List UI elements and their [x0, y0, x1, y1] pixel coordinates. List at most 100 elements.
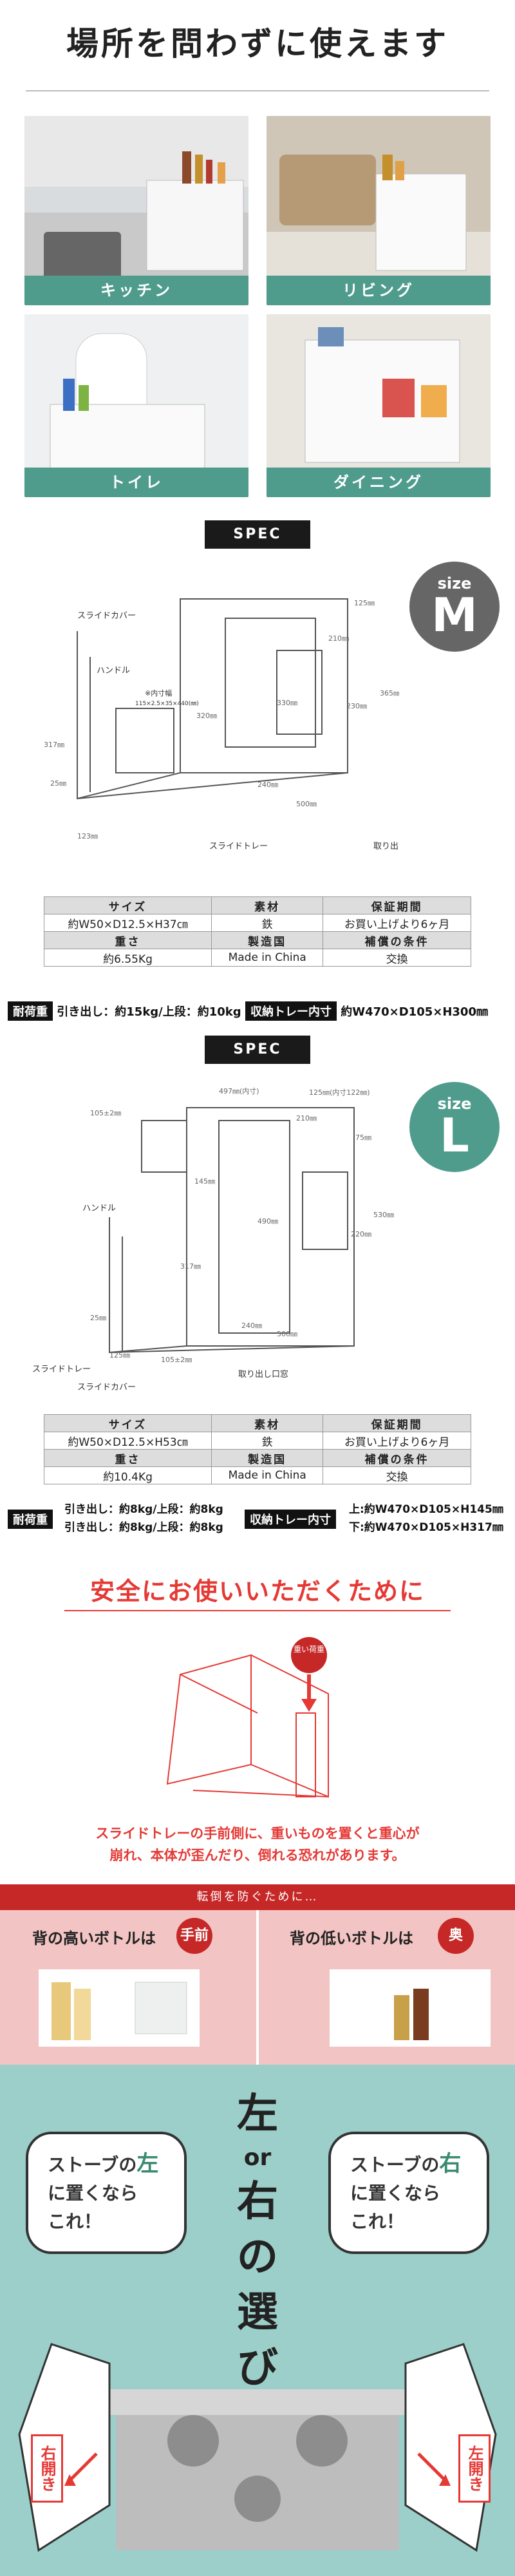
tray-line1-l: 上:約W470×D105×H145㎜ [349, 1503, 503, 1516]
page-title: 場所を問わずに使えます [66, 25, 449, 62]
tip-right-head: 背の低いボトルは [290, 1929, 413, 1947]
dim-317-l: 317㎜ [180, 1262, 201, 1271]
cell: 保証期間 [323, 896, 471, 914]
safety-divider [64, 1610, 451, 1611]
dim-365-m: 365㎜ [380, 689, 399, 697]
dim-240-l: 240㎜ [241, 1321, 262, 1330]
label-handle-l: ハンドル [82, 1204, 116, 1213]
size-word-m: size [437, 574, 472, 592]
cell: 交換 [323, 1466, 471, 1484]
left-bubble-l2: に置くなら [48, 2183, 138, 2204]
diagram-l: 105±2㎜ 497㎜(内寸) 125㎜(内寸122㎜) 210㎜ 75㎜ 14… [32, 1086, 394, 1392]
load-label-l: 耐荷重 [8, 1510, 53, 1529]
label-inner-note2-m: 115×2.5×35×440(㎜) [135, 701, 199, 707]
spec-table-m-row-2: 約6.55Kg Made in China 交換 [44, 949, 471, 967]
spec-table-m-header-2: 重さ 製造国 補償の条件 [44, 931, 471, 949]
dim-125-m: 125㎜ [354, 599, 375, 607]
tray-text-m: 約W470×D105×H300㎜ [341, 1005, 488, 1019]
cell: 重さ [44, 931, 212, 949]
tip-left-head: 背の高いボトルは [32, 1929, 156, 1947]
dim-105-l: 105±2㎜ [90, 1109, 121, 1117]
spec-table-l-header-1: サイズ 素材 保証期間 [44, 1414, 471, 1432]
right-speech-bubble: ストーブの右 に置くなら これ！ [328, 2132, 489, 2254]
cell: 素材 [211, 896, 324, 914]
cell: サイズ [44, 1414, 212, 1432]
load-text-m: 引き出し：約15kg/上段：約10kg [57, 1005, 241, 1019]
size-letter-l: L [440, 1108, 469, 1162]
load-label-m: 耐荷重 [8, 1001, 53, 1021]
spec-badge-m: SPEC [205, 520, 310, 549]
dim-497-l: 497㎜(内寸) [219, 1086, 259, 1095]
dim-230-m: 230㎜ [346, 702, 367, 710]
stove-illustration [18, 2343, 497, 2552]
tray-line2-l: 下:約W470×D105×H317㎜ [349, 1521, 503, 1534]
photo-kitchen: キッチン [24, 116, 248, 305]
diagram-m: スライドカバー ハンドル ※内寸幅 115×2.5×35×440(㎜) スライド… [44, 598, 399, 851]
vchar: 右 [237, 2178, 278, 2226]
dim-25-l: 25㎜ [90, 1314, 106, 1322]
cell: 重さ [44, 1449, 212, 1467]
short-bottle-illustration [394, 1989, 429, 2040]
tray-label-m: 収納トレー内寸 [245, 1001, 337, 1021]
spec-table-l: サイズ 素材 保証期間 約W50×D12.5×H53㎝ 鉄 お買い上げより6ヶ月… [44, 1414, 471, 1484]
right-bubble-l3: これ！ [350, 2211, 405, 2232]
cell: Made in China [211, 949, 324, 967]
spec-table-l-header-2: 重さ 製造国 補償の条件 [44, 1449, 471, 1467]
load-row-m: 耐荷重 引き出し：約15kg/上段：約10kg 収納トレー内寸 約W470×D1… [8, 1001, 507, 1021]
dim-320-m: 320㎜ [196, 712, 217, 720]
cell: サイズ [44, 896, 212, 914]
dining-scene-image [267, 314, 491, 497]
safety-illustration: 重い荷重 [166, 1637, 329, 1798]
vchar: 左 [237, 2090, 278, 2138]
label-slide-cover-m: スライドカバー [77, 611, 136, 621]
dim-500-l: 500㎜ [277, 1330, 297, 1338]
left-open-tag: 左開き [458, 2434, 491, 2503]
cell: 交換 [323, 949, 471, 967]
spec-table-m-row-1: 約W50×D12.5×H37㎝ 鉄 お買い上げより6ヶ月 [44, 914, 471, 932]
cell: 製造国 [211, 1449, 324, 1467]
cell: 約10.4Kg [44, 1466, 212, 1484]
right-bubble-l1b: 右 [439, 2151, 462, 2177]
spec-table-l-row-2: 約10.4Kg Made in China 交換 [44, 1466, 471, 1484]
left-bubble-l3: これ！ [48, 2211, 102, 2232]
caption-toilet: トイレ [24, 468, 248, 497]
caption-living: リビング [267, 276, 491, 305]
cell: お買い上げより6ヶ月 [323, 1432, 471, 1450]
label-window-l: 取り出し口窓 [238, 1369, 288, 1379]
label-slide-cover-l: スライドカバー [77, 1383, 136, 1392]
dim-125b-l: 125㎜ [109, 1351, 130, 1359]
caption-dining: ダイニング [267, 468, 491, 497]
load-row-l: 耐荷重 引き出し：約8kg/上段：約8kg 引き出し：約8kg/上段：約8kg … [8, 1501, 507, 1540]
dim-210-m: 210㎜ [328, 634, 349, 643]
cell: 約W50×D12.5×H37㎝ [44, 914, 212, 932]
safety-text: スライドトレーの手前側に、重いものを置くと重心が 崩れ、本体が歪んだり、倒れる恐… [52, 1823, 464, 1866]
cell: 鉄 [211, 1432, 324, 1450]
cell: Made in China [211, 1466, 324, 1484]
right-bubble-l1a: ストーブの [350, 2154, 440, 2175]
label-slide-tray-m: スライドトレー [209, 842, 268, 851]
tip-right-image [330, 1969, 491, 2047]
safety-text-line1: スライドトレーの手前側に、重いものを置くと重心が [95, 1826, 420, 1841]
heavy-load-badge [291, 1637, 327, 1673]
dim-145-l: 145㎜ [194, 1177, 215, 1186]
load-line2-l: 引き出し：約8kg/上段：約8kg [64, 1521, 223, 1534]
dim-220-l: 220㎜ [351, 1230, 371, 1238]
tall-bottle-illustration [52, 1982, 187, 2040]
caption-kitchen: キッチン [24, 276, 248, 305]
right-bubble-l2: に置くなら [350, 2183, 441, 2204]
left-bubble-l1b: 左 [136, 2151, 159, 2177]
cell: 補償の条件 [323, 1449, 471, 1467]
cell: 約W50×D12.5×H53㎝ [44, 1432, 212, 1450]
vchar: 選 [237, 2289, 278, 2336]
spec-table-m-header-1: サイズ 素材 保証期間 [44, 896, 471, 914]
title-divider [26, 90, 489, 91]
safety-text-line2: 崩れ、本体が歪んだり、倒れる恐れがあります。 [109, 1848, 406, 1863]
living-scene-image [267, 116, 491, 305]
size-badge-m: size M [409, 562, 500, 652]
label-handle-m: ハンドル [97, 666, 130, 676]
tip-divider [256, 1910, 259, 2065]
photo-toilet: トイレ [24, 314, 248, 497]
dim-240-m: 240㎜ [258, 781, 278, 789]
size-letter-m: M [431, 588, 478, 642]
size-badge-l: size L [409, 1082, 500, 1172]
